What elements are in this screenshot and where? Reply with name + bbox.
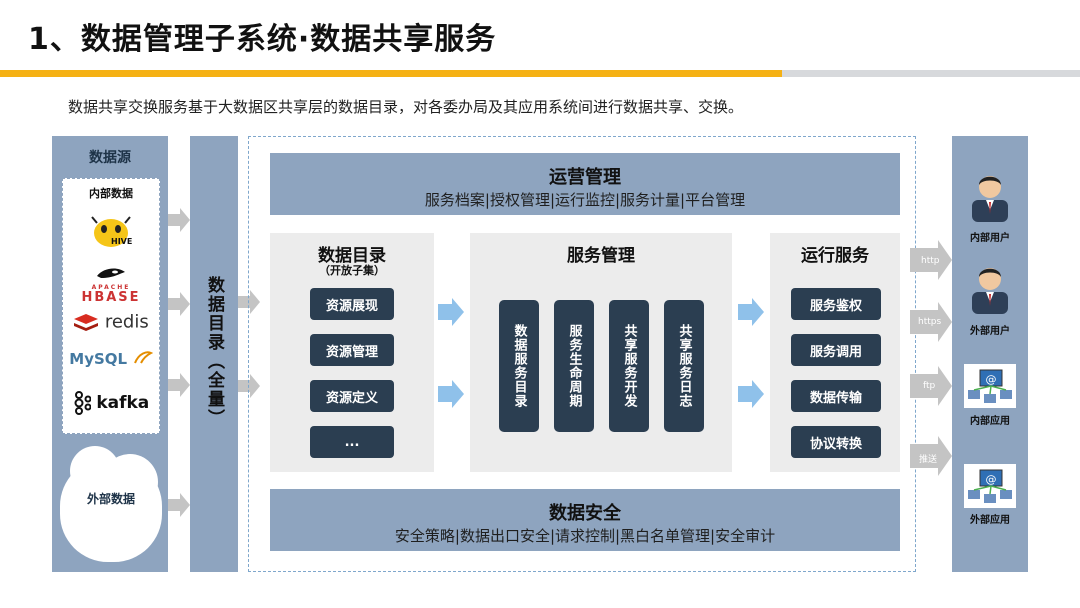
consumer-internal-app: 内部应用 — [970, 416, 1010, 427]
service-management-title: 服务管理 — [567, 246, 635, 266]
operations-items: 服务档案|授权管理|运行监控|服务计量|平台管理 — [424, 191, 746, 209]
internal-app-icon: @ — [964, 364, 1016, 408]
consumer-internal-user: 内部用户 — [970, 233, 1010, 244]
external-data-cloud: 外部数据 — [62, 446, 160, 560]
title-underline-gray — [782, 70, 1080, 77]
catalog-arrows — [238, 290, 260, 398]
redis-text: redis — [104, 311, 149, 333]
arrow-right-icon — [738, 380, 764, 408]
protocol-https: https — [918, 317, 942, 327]
svg-text:@: @ — [986, 473, 997, 486]
arrow-right-icon — [168, 373, 190, 397]
operations-band: 运营管理 服务档案|授权管理|运行监控|服务计量|平台管理 — [270, 153, 900, 215]
service-item-lifecycle[interactable]: 服务生命周期 — [554, 300, 594, 432]
protocol-ftp: ftp — [923, 381, 936, 391]
protocol-arrows — [910, 240, 952, 476]
data-catalog-box: 数据目录 （开放子集） 资源展现 资源管理 资源定义 ... — [270, 233, 434, 472]
subtitle: 数据共享交换服务基于大数据区共享层的数据目录，对各委办局及其应用系统间进行数据共… — [68, 98, 744, 116]
run-item-protocol[interactable]: 协议转换 — [791, 426, 881, 458]
apache-text: APACHE — [91, 284, 131, 291]
hive-icon — [91, 216, 131, 247]
hive-logo: HIVE — [63, 215, 159, 257]
data-catalog-sub: （开放子集） — [319, 264, 385, 277]
catalog-to-service-arrows — [438, 298, 464, 408]
data-source-title: 数据源 — [89, 150, 131, 166]
internal-data-label: 内部数据 — [89, 187, 133, 200]
service-to-run-arrows — [738, 298, 764, 408]
service-item-development[interactable]: 共享服务开发 — [609, 300, 649, 432]
internal-user-icon — [972, 176, 1008, 222]
arrow-right-icon — [738, 298, 764, 326]
kafka-text: kafka — [96, 393, 150, 413]
data-catalog-title: 数据目录 — [318, 246, 386, 266]
dolphin-icon — [133, 351, 153, 364]
run-item-invoke[interactable]: 服务调用 — [791, 334, 881, 366]
run-services-title: 运行服务 — [801, 246, 869, 266]
redis-logo: redis — [63, 311, 159, 333]
svg-text:@: @ — [986, 373, 997, 386]
security-items: 安全策略|数据出口安全|请求控制|黑白名单管理|安全审计 — [394, 527, 776, 545]
service-item-data-catalog[interactable]: 数据服务目录 — [499, 300, 539, 432]
arrow-right-icon — [910, 302, 952, 342]
service-platform-area — [248, 136, 916, 572]
external-data-label: 外部数据 — [86, 492, 135, 506]
source-arrows — [168, 208, 190, 517]
kafka-icon — [74, 391, 92, 415]
orca-icon — [97, 268, 125, 278]
hive-text: HIVE — [111, 237, 133, 246]
protocol-push: 推送 — [919, 455, 938, 465]
arrow-right-icon — [438, 298, 464, 326]
security-title: 数据安全 — [549, 503, 621, 524]
hbase-text: HBASE — [81, 290, 141, 305]
arrow-right-icon — [168, 208, 190, 232]
protocol-http: http — [921, 256, 940, 266]
full-catalog-label: 数据目录（全量） — [204, 276, 224, 428]
run-services-box: 运行服务 服务鉴权 服务调用 数据传输 协议转换 — [770, 233, 900, 472]
run-item-transfer[interactable]: 数据传输 — [791, 380, 881, 412]
operations-title: 运营管理 — [549, 167, 621, 188]
service-management-box: 服务管理 数据服务目录 服务生命周期 共享服务开发 共享服务日志 — [470, 233, 732, 472]
arrow-right-icon — [910, 240, 952, 280]
arrow-right-icon — [168, 292, 190, 316]
catalog-item-resource-display[interactable]: 资源展现 — [310, 288, 394, 320]
security-band: 数据安全 安全策略|数据出口安全|请求控制|黑白名单管理|安全审计 — [270, 489, 900, 551]
external-user-icon — [972, 268, 1008, 314]
page-title: 1、数据管理子系统·数据共享服务 — [28, 22, 497, 57]
arrow-right-icon — [438, 380, 464, 408]
mysql-logo: MySQL — [63, 349, 159, 368]
catalog-item-resource-management[interactable]: 资源管理 — [310, 334, 394, 366]
run-item-auth[interactable]: 服务鉴权 — [791, 288, 881, 320]
external-app-icon: @ — [964, 464, 1016, 508]
arrow-right-icon — [238, 290, 260, 314]
catalog-item-resource-definition[interactable]: 资源定义 — [310, 380, 394, 412]
title-underline-accent — [0, 70, 782, 77]
full-catalog-column — [190, 136, 238, 572]
mysql-text: MySQL — [69, 350, 128, 368]
internal-data-box: 内部数据 HIVE APACHE HBASE redis MySQL — [62, 178, 160, 434]
redis-icon — [74, 314, 99, 331]
consumer-external-user: 外部用户 — [970, 326, 1010, 337]
consumer-external-app: 外部应用 — [970, 515, 1010, 526]
service-item-logs[interactable]: 共享服务日志 — [664, 300, 704, 432]
arrow-right-icon — [238, 374, 260, 398]
arrow-right-icon — [910, 436, 952, 476]
catalog-item-more[interactable]: ... — [310, 426, 394, 458]
kafka-logo: kafka — [63, 391, 159, 415]
arrow-right-icon — [168, 493, 190, 517]
hbase-logo: APACHE HBASE — [63, 265, 159, 304]
arrow-right-icon — [910, 366, 952, 406]
